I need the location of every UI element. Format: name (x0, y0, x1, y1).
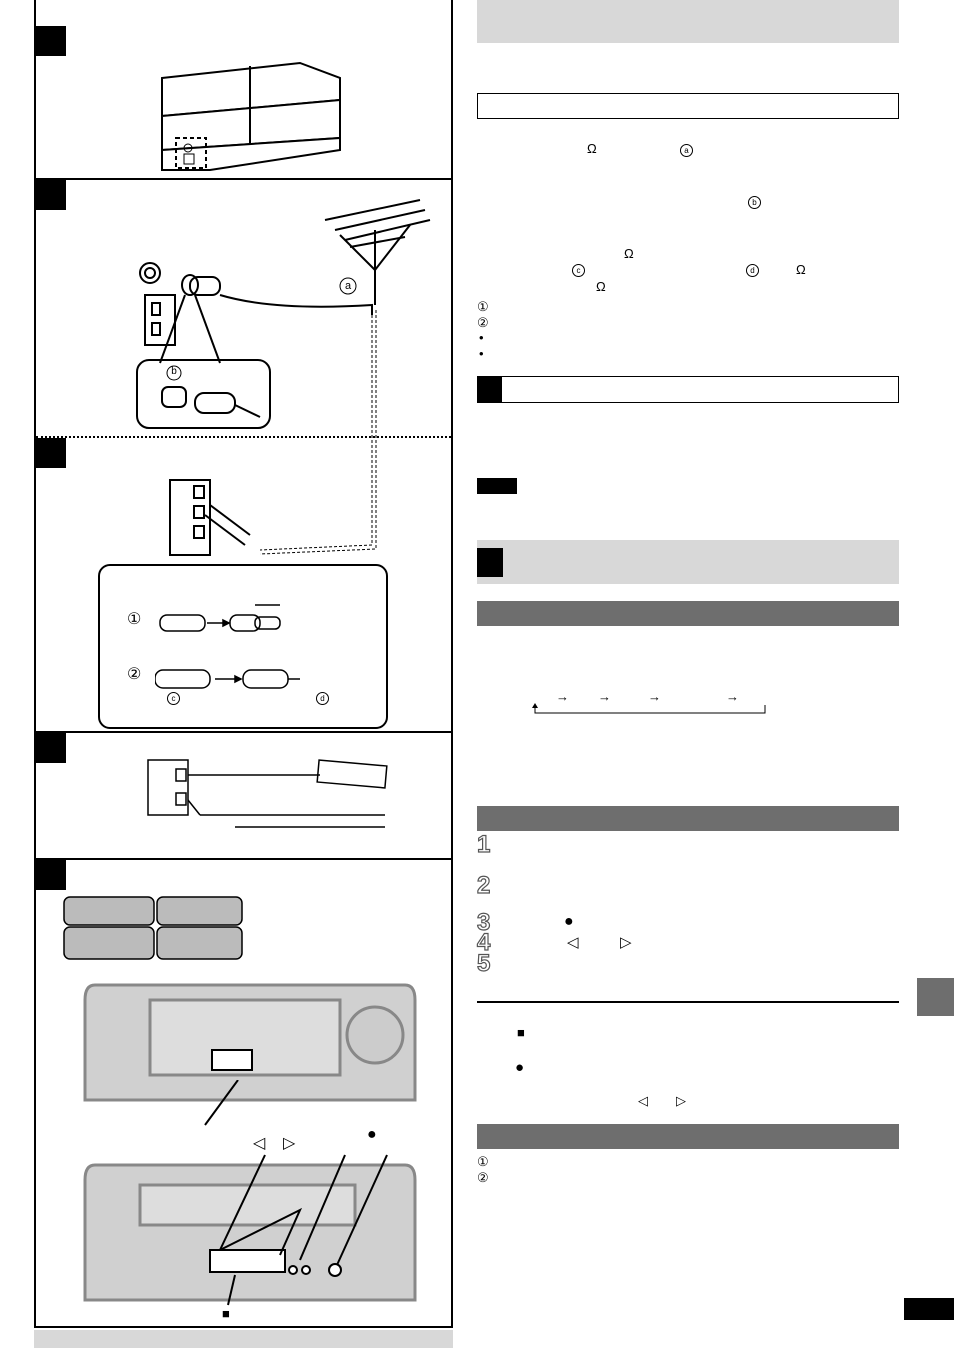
wire-prep-callout (98, 564, 388, 729)
unit-rear-illustration (161, 61, 341, 171)
circled-1: ① (477, 1154, 489, 1169)
horizontal-rule (477, 1001, 899, 1003)
right-triangle-icon: ▷ (676, 1093, 686, 1108)
page-number-badge (904, 1298, 954, 1320)
left-triangle-icon: ◁ (567, 934, 579, 951)
step-marker-box (36, 733, 66, 763)
record-icon: ● (564, 913, 574, 930)
deck-front-panel-bottom (83, 1163, 417, 1302)
right-triangle-icon: ▷ (620, 934, 632, 951)
callout-a-ref: a (680, 144, 693, 157)
dotted-divider (36, 436, 451, 438)
section-header-light (477, 0, 899, 43)
step-circled-2: ② (127, 666, 142, 683)
callout-c-ref: c (572, 264, 585, 277)
step-number: 1 (476, 831, 491, 858)
outlined-box (477, 93, 899, 119)
callout-d-ref: d (746, 264, 759, 277)
step-number: 2 (476, 872, 491, 899)
right-triangle-icon: ▷ (283, 1135, 296, 1152)
callout-leader-lines (204, 1080, 388, 1306)
left-panel-footer-band (34, 1330, 453, 1348)
subsection-header-bar (477, 601, 899, 626)
left-triangle-icon: ◁ (638, 1093, 648, 1108)
side-index-tab (917, 978, 954, 1016)
arrow-icon: → (726, 689, 739, 704)
callout-a-label: a (344, 280, 352, 292)
antenna-connection-diagram (136, 199, 431, 429)
deck-front-panel-top (83, 983, 417, 1102)
note-label-box (477, 478, 517, 494)
arrow-icon: → (648, 689, 661, 704)
callout-d-label: d (316, 692, 329, 705)
step-number: 5 (476, 950, 491, 977)
arrow-icon: → (598, 689, 611, 704)
record-icon: ● (515, 1059, 525, 1076)
step-circled-1: ① (127, 611, 142, 628)
bullet: • (479, 346, 484, 361)
section-header-light (477, 540, 899, 584)
circled-2: ② (477, 1170, 489, 1185)
bullet: • (479, 330, 484, 345)
step-marker-box (36, 860, 66, 890)
outlined-section-header (477, 376, 899, 403)
ohm-symbol: Ω (587, 141, 597, 156)
callout-b-label: b (171, 366, 177, 377)
subsection-header-bar (477, 806, 899, 831)
loop-antenna-diagram (147, 759, 388, 828)
callout-b-ref: b (748, 196, 761, 209)
circled-2: ② (477, 315, 489, 330)
step-marker-box (36, 26, 66, 56)
cycle-return-line (532, 703, 766, 714)
step-marker-box (36, 438, 66, 468)
ohm-symbol: Ω (796, 262, 806, 277)
terminal-block-diagram (169, 479, 251, 556)
dashed-cable (259, 310, 377, 555)
stop-icon: ■ (517, 1025, 525, 1040)
arrow-icon: → (556, 689, 569, 704)
panel-divider (34, 178, 453, 180)
panel-divider (34, 731, 453, 733)
callout-c-label: c (167, 692, 180, 705)
step-number: 3 (476, 909, 491, 936)
stop-icon: ■ (222, 1306, 230, 1321)
left-triangle-icon: ◁ (253, 1135, 266, 1152)
left-illustration-panel (34, 0, 453, 1328)
circled-1: ① (477, 299, 489, 314)
panel-divider (34, 858, 453, 860)
step-number: 4 (476, 929, 491, 956)
stereo-system-illustration (63, 896, 243, 960)
section-marker-box (477, 548, 503, 577)
section-marker-box (478, 377, 502, 402)
ohm-symbol: Ω (624, 246, 634, 261)
ohm-symbol: Ω (596, 279, 606, 294)
step-marker-box (36, 180, 66, 210)
record-icon: ● (367, 1126, 377, 1143)
subsection-header-bar (477, 1124, 899, 1149)
wire-strip-steps (155, 604, 300, 689)
